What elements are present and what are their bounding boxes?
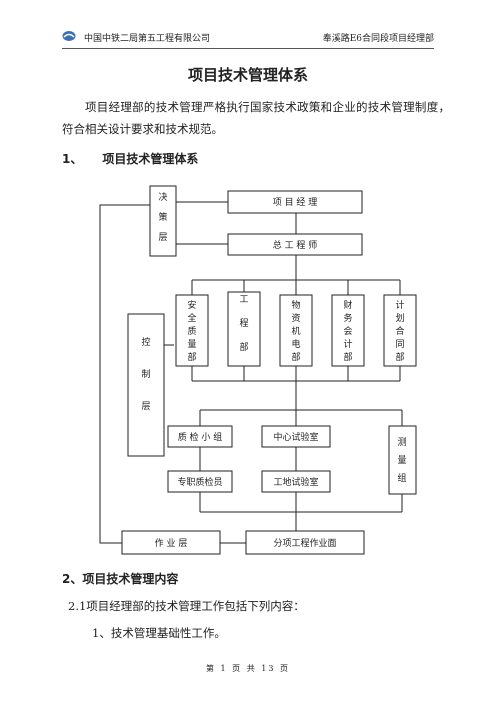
header-project: 奉溪路E6合同段项目经理部	[322, 34, 434, 44]
dept-label-safety: 安全质量部	[187, 299, 196, 363]
intro-paragraph: 项目经理部的技术管理严格执行国家技术政策和企业的技术管理制度，符合相关设计要求和…	[62, 100, 450, 136]
item-1: 1、技术管理基础性工作。	[92, 626, 226, 640]
section-1-number: 1、	[62, 152, 83, 166]
dept-box-materials	[279, 294, 313, 367]
work-layer-box	[121, 530, 221, 555]
survey-team-label: 测量组	[397, 437, 406, 484]
dept-box-planning	[383, 294, 417, 367]
company-logo-icon	[62, 31, 76, 41]
central-lab-label: 中心试验室	[273, 431, 318, 443]
sub-work-label: 分项工程作业面	[273, 537, 336, 549]
section-1-heading: 1、 项目技术管理体系	[62, 150, 198, 167]
page-title: 项目技术管理体系	[187, 66, 308, 84]
qc-team-label: 质 检 小 组	[178, 431, 223, 443]
section-2-heading: 2、项目技术管理内容	[62, 572, 179, 586]
dept-label-finance: 财务会计部	[343, 299, 352, 363]
control-layer-box	[127, 313, 165, 457]
item-2-1: 2.1项目经理部的技术管理工作包括下列内容：	[68, 599, 305, 613]
project-manager-box	[227, 190, 363, 214]
qc-team-box	[167, 425, 233, 448]
work-layer-label: 作 业 层	[155, 537, 188, 549]
dept-label-engineering: 工程部	[239, 295, 248, 353]
inspector-label: 专职质检员	[177, 476, 222, 488]
sub-work-box	[245, 530, 365, 555]
chief-engineer-label: 总 工 程 师	[273, 239, 318, 251]
central-lab-box	[261, 425, 331, 448]
header-company: 中国中铁二局第五工程有限公司	[84, 34, 211, 44]
survey-team-box	[388, 425, 417, 495]
site-lab-label: 工地试验室	[273, 476, 318, 488]
site-lab-box	[261, 470, 331, 493]
dept-label-materials: 物资机电部	[291, 299, 300, 363]
section-1-label: 项目技术管理体系	[102, 152, 199, 166]
page-header: 中国中铁二局第五工程有限公司 奉溪路E6合同段项目经理部	[62, 28, 434, 49]
dept-box-safety	[175, 294, 209, 367]
decision-layer-box	[149, 185, 177, 257]
dept-box-finance	[331, 294, 365, 367]
dept-label-planning: 计划合同部	[395, 299, 404, 363]
control-layer-label: 控制层	[141, 336, 150, 412]
inspector-box	[167, 470, 233, 493]
page-footer: 第 1 页 共 13 页	[206, 664, 290, 673]
decision-layer-label: 决策层	[158, 191, 167, 243]
chief-engineer-box	[227, 233, 363, 256]
project-manager-label: 项 目 经 理	[273, 196, 318, 208]
dept-box-engineering	[227, 291, 261, 367]
